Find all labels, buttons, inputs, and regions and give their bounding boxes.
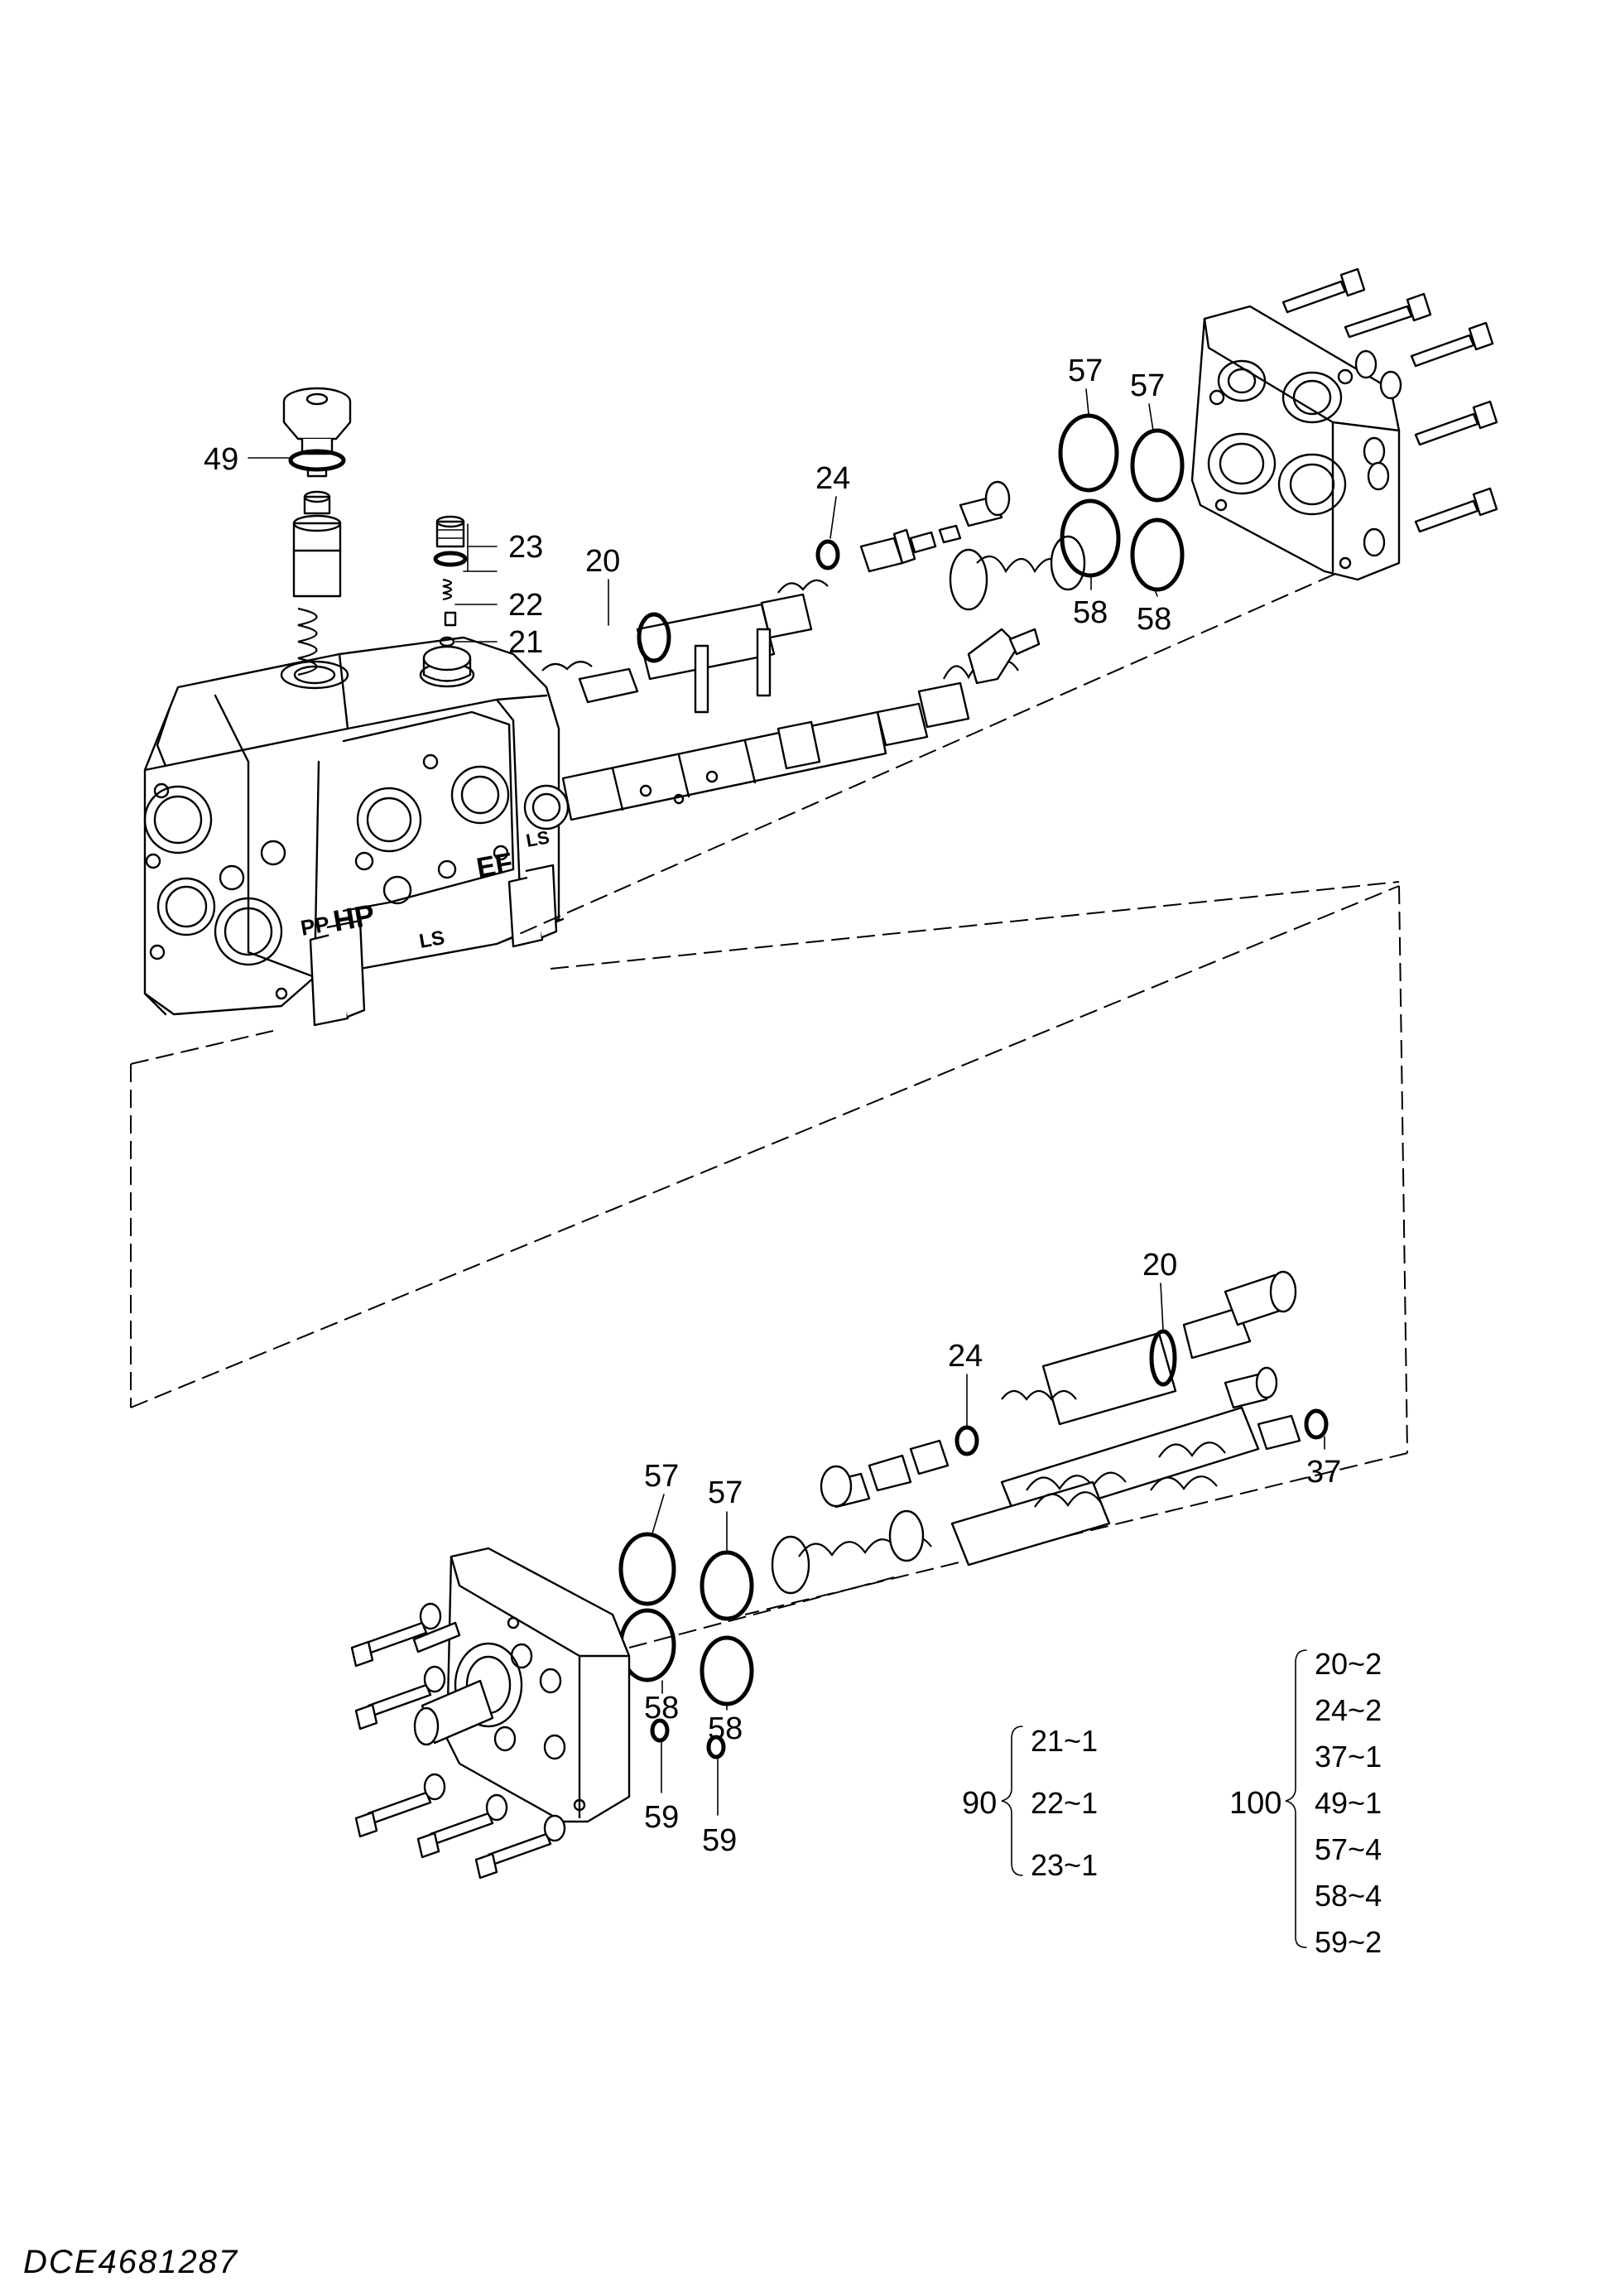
callout-22: 22: [508, 588, 543, 623]
callout-49: 49: [204, 442, 238, 477]
kit-90-number: 90: [962, 1786, 997, 1821]
relief-plug-assembly: [282, 387, 352, 676]
marking-pp: PP: [299, 911, 331, 941]
callout-57-top-a: 57: [1068, 354, 1103, 388]
kit-100-item-5: 57~4: [1315, 1832, 1382, 1866]
callout-37: 37: [1306, 1455, 1341, 1490]
kit-100-item-4: 49~1: [1315, 1786, 1382, 1820]
callout-20-top: 20: [585, 544, 620, 579]
kit-90-item-2: 22~1: [1031, 1786, 1098, 1820]
callout-59-b: 59: [702, 1823, 737, 1858]
callout-24-bottom: 24: [948, 1339, 983, 1374]
kit-100-item-2: 24~2: [1315, 1693, 1382, 1727]
callout-20-bottom: 20: [1142, 1248, 1177, 1283]
check-valve-assembly: [422, 515, 472, 682]
callout-59-a: 59: [644, 1800, 679, 1835]
kit-100-item-3: 37~1: [1315, 1740, 1382, 1774]
callout-58-bottom-b: 58: [708, 1711, 743, 1746]
kit-90-item-3: 23~1: [1031, 1848, 1098, 1882]
leader-lines: [248, 388, 1325, 1816]
lower-spool-assembly: [618, 1270, 1329, 1759]
kit-100-number: 100: [1229, 1786, 1281, 1821]
kit-100-item-7: 59~2: [1315, 1925, 1382, 1959]
kit-90: 90 21~1 22~1 23~1: [962, 1724, 1098, 1882]
upper-bolts: [1281, 267, 1498, 557]
kit-100-item-6: 58~4: [1315, 1879, 1382, 1913]
lower-bolts: [350, 1602, 566, 1880]
marking-ls-top: LS: [417, 927, 446, 953]
callout-58-bottom-a: 58: [644, 1691, 679, 1726]
kit-100: 100 20~2 24~2 37~1 49~1 57~4 58~4 59~2: [1229, 1647, 1382, 1959]
marking-ef: EF: [474, 847, 515, 884]
callout-58-top-a: 58: [1073, 595, 1108, 630]
callout-21: 21: [508, 625, 543, 660]
callout-23: 23: [508, 530, 543, 565]
upper-end-cover: [1190, 305, 1401, 581]
callout-labels: 49 23 22 21 20 24 57 57 58 58 20 24 37 5…: [204, 354, 1341, 1858]
callout-57-bottom-b: 57: [708, 1475, 743, 1510]
upper-spool-assembly: [541, 413, 1185, 821]
callout-24-top: 24: [815, 461, 850, 496]
marking-ls-side: LS: [525, 826, 551, 851]
lower-end-cover: [413, 1547, 631, 1823]
marking-hp: HP: [330, 898, 377, 938]
valve-body: PP HP LS EF LS: [143, 636, 570, 1027]
kit-100-item-1: 20~2: [1315, 1647, 1382, 1681]
kit-90-item-1: 21~1: [1031, 1724, 1098, 1758]
callout-57-bottom-a: 57: [644, 1459, 679, 1494]
callout-57-top-b: 57: [1130, 368, 1165, 403]
callout-58-top-b: 58: [1137, 602, 1171, 637]
drawing-code: DCE4681287: [23, 2244, 239, 2280]
